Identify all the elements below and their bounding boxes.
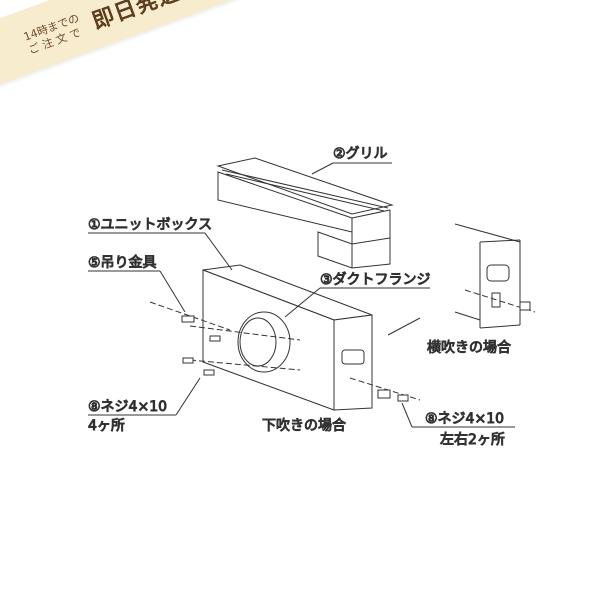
- hanger-bracket: [181, 315, 195, 323]
- unit-box-drawing: [149, 264, 421, 411]
- label-hanger: ⑤吊り金具: [88, 255, 157, 271]
- label-screw-right: ⑧ネジ4×10: [425, 411, 504, 427]
- side-blow-drawing: [454, 223, 536, 329]
- screw: [203, 369, 215, 376]
- label-unit-box: ①ユニットボックス: [88, 217, 212, 233]
- label-side-blow: 横吹きの場合: [427, 340, 511, 356]
- label-screw-right-count: 左右2ヶ所: [440, 432, 505, 448]
- duct-flange-shape: [237, 311, 291, 373]
- grille-drawing: [216, 157, 394, 269]
- label-duct-flange: ③ダクトフランジ: [320, 272, 431, 288]
- hanger-bracket: [377, 389, 391, 399]
- leader-lines: [88, 162, 515, 428]
- label-screw-left: ⑧ネジ4×10: [88, 399, 167, 415]
- arrow-to-side-view: [387, 317, 421, 336]
- label-down-blow: 下吹きの場合: [262, 418, 346, 434]
- screw: [397, 394, 409, 402]
- screw: [182, 357, 194, 364]
- label-screw-left-count: 4ヶ所: [88, 418, 125, 434]
- screw: [209, 335, 221, 342]
- label-grille: ②グリル: [333, 146, 388, 162]
